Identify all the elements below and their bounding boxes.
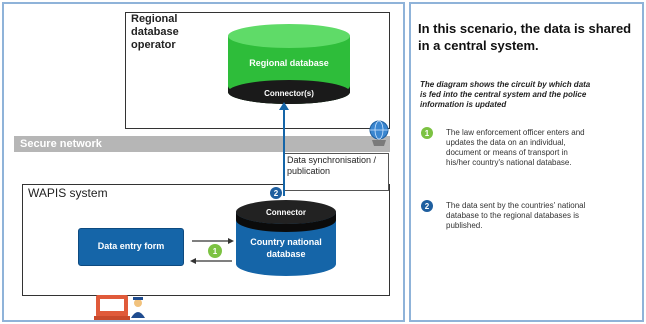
svg-text:2: 2 [425,202,430,211]
rp-step-2-marker: 2 [421,200,433,212]
step-2-text: The data sent by the countries' national… [446,201,586,230]
rp-step-1-marker: 1 [421,127,433,139]
regional-operator-label: Regional database operator [131,13,179,51]
svg-text:1: 1 [213,247,218,256]
intro-line2: is fed into the central system and the p… [420,90,587,99]
globe-icon [369,120,389,146]
diagram-panel [2,2,405,322]
data-entry-form-label: Data entry form [97,241,165,251]
step-1-marker [208,244,222,258]
exchange-arrows: 1 [190,238,234,264]
country-db-label-line2: database [266,249,305,259]
officer-computer-icon [94,295,145,320]
regional-db-label: Regional database [249,58,329,68]
svg-text:2: 2 [274,189,279,198]
intro-line3: information is updated [420,100,507,109]
wapis-system-label: WAPIS system [28,186,108,200]
step-1-text: The law enforcement officer enters and u… [446,128,585,167]
secure-network-label: Secure network [20,138,102,150]
regional-database-cylinder: Regional database Connector(s) [228,24,350,104]
svg-text:1: 1 [425,129,430,138]
scenario-title-line2: in a central system. [418,38,539,53]
regional-connector-label: Connector(s) [264,89,314,98]
country-db-label-line1: Country national [250,237,322,247]
scenario-title-line1: In this scenario, the data is shared [418,21,632,36]
step-2-marker: 2 [270,187,282,199]
country-database-cylinder: Connector Country national database [236,200,336,276]
description-panel [409,2,644,322]
country-connector-label: Connector [266,208,306,217]
secure-network-bar [14,136,390,152]
data-entry-form-box [78,228,184,266]
scenario-intro: The diagram shows the circuit by which d… [420,80,644,110]
sync-box [283,153,389,191]
sync-label: Data synchronisation / publication [287,155,377,176]
scenario-title: In this scenario, the data is shared in … [418,20,644,54]
intro-line1: The diagram shows the circuit by which d… [420,80,591,89]
sync-arrow-head [279,102,289,110]
